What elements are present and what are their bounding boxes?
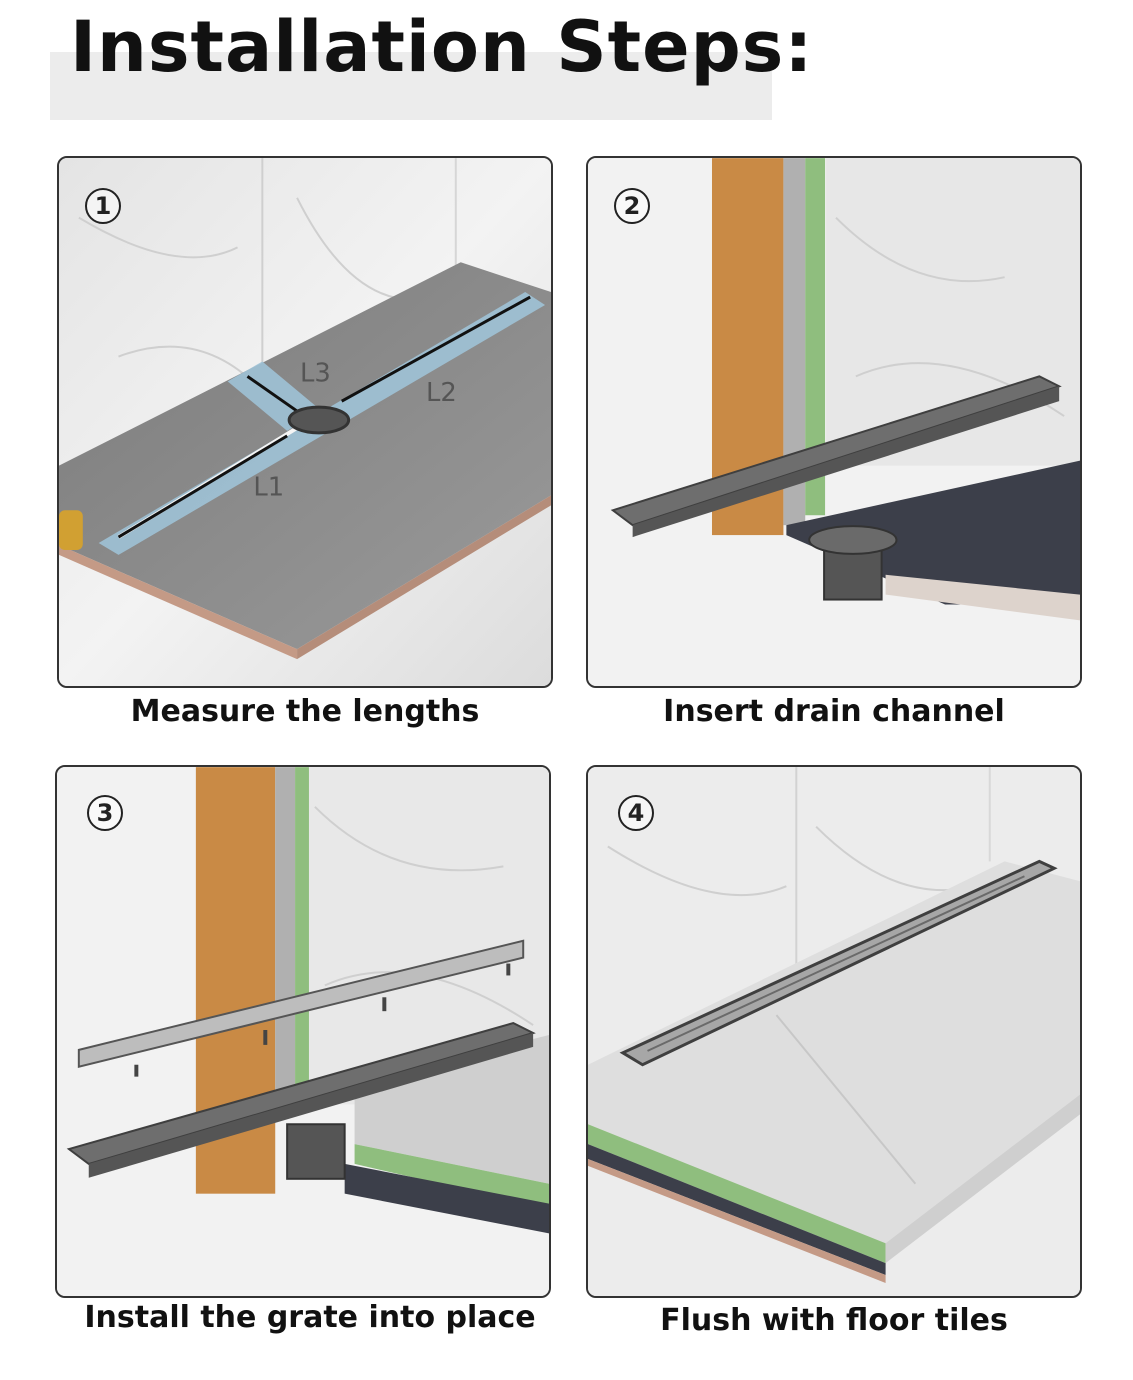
title-band bbox=[50, 52, 772, 120]
step-1-number: 1 bbox=[85, 188, 121, 224]
floor-tiles bbox=[588, 861, 1080, 1244]
step-3-panel: 3 bbox=[55, 765, 551, 1298]
step-3-illustration bbox=[57, 767, 549, 1296]
step-4-illustration bbox=[588, 767, 1080, 1296]
waterproof-membrane bbox=[295, 767, 309, 1095]
label-l1: L1 bbox=[253, 472, 284, 502]
label-l3: L3 bbox=[300, 358, 331, 388]
step-3-caption: Install the grate into place bbox=[84, 1300, 536, 1335]
grate-cover bbox=[77, 939, 525, 1068]
step-4-panel: 4 bbox=[586, 765, 1082, 1298]
waterproof-membrane bbox=[805, 158, 826, 516]
drain-body bbox=[286, 1123, 346, 1180]
step-2-number: 2 bbox=[614, 188, 650, 224]
page-title: Installation Steps: bbox=[70, 6, 814, 88]
step-2-caption: Insert drain channel bbox=[663, 694, 1005, 729]
step-1-illustration: L3 L2 L1 bbox=[59, 158, 551, 686]
drain-outlet bbox=[287, 405, 351, 435]
step-1-caption: Measure the lengths bbox=[130, 694, 480, 729]
label-l2: L2 bbox=[426, 378, 457, 408]
floor-membrane bbox=[786, 460, 1080, 605]
step-3-number: 3 bbox=[87, 795, 123, 831]
drain-channel bbox=[610, 375, 1062, 527]
tape-measure-icon bbox=[59, 510, 83, 550]
step-4-caption: Flush with floor tiles bbox=[660, 1303, 1008, 1338]
step-2-illustration bbox=[588, 158, 1080, 686]
step-2-panel: 2 bbox=[586, 156, 1082, 688]
step-1-panel: L3 L2 L1 1 bbox=[57, 156, 553, 688]
step-4-number: 4 bbox=[618, 795, 654, 831]
